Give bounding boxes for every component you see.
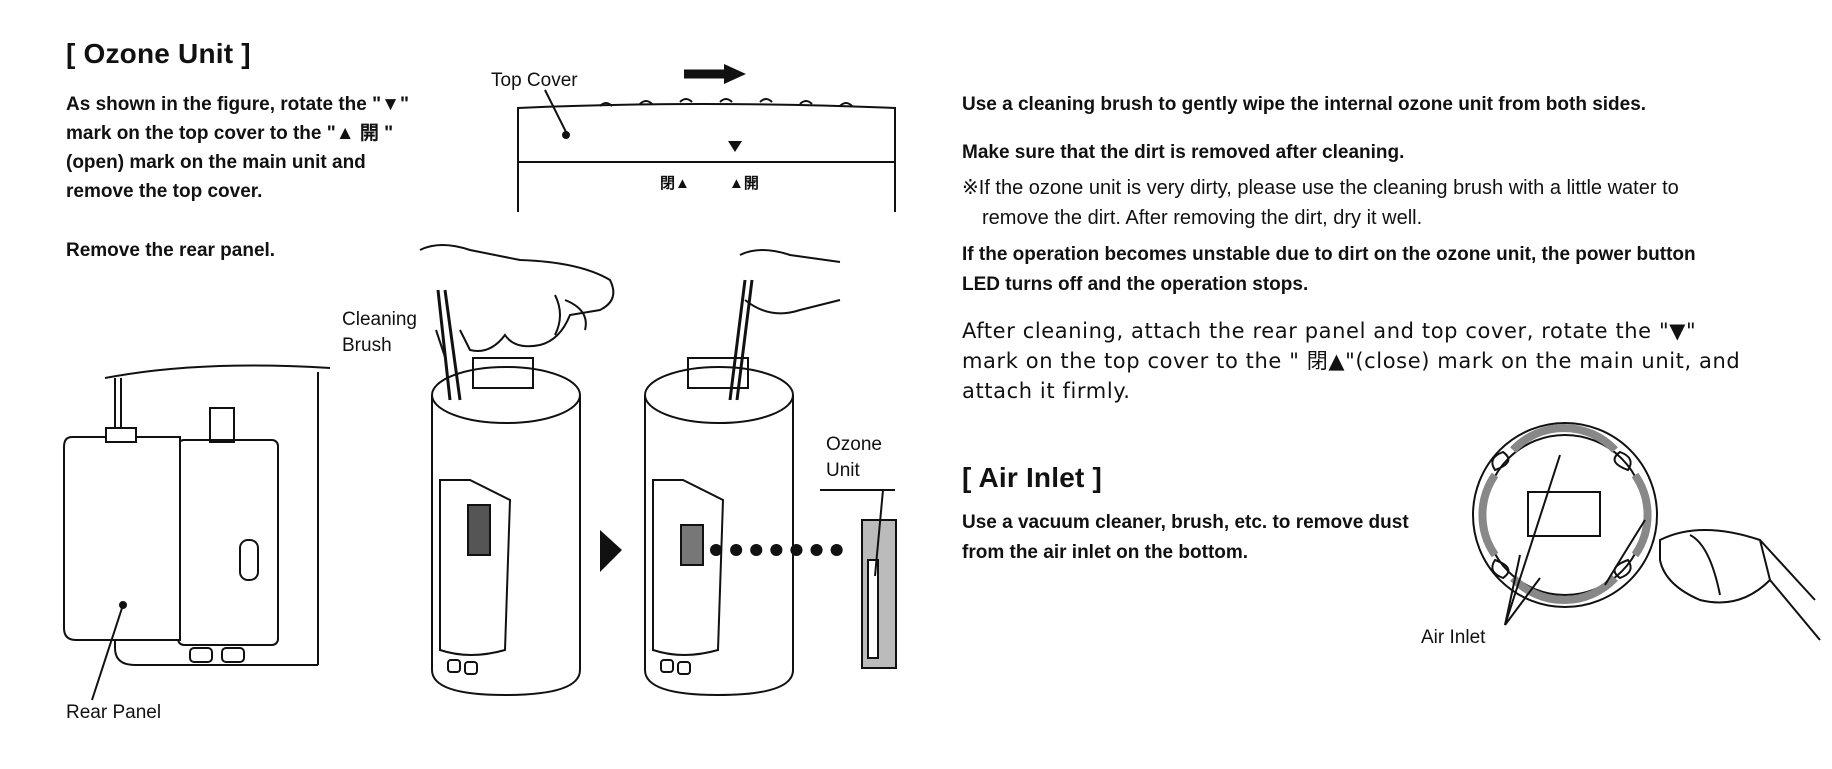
ozone-unit-cylinder-1 — [419, 244, 615, 697]
top-cover-diagram — [517, 98, 896, 212]
paragraph-air-inlet: Use a vacuum cleaner, brush, etc. to rem… — [962, 508, 1409, 568]
section-title-air-inlet: [ Air Inlet ] — [962, 462, 1103, 493]
instruction-step-2: Remove the rear panel. — [66, 240, 276, 261]
label-line: Cleaning — [342, 309, 417, 330]
label-line: Unit — [826, 460, 860, 481]
air-inlet-line: Use a vacuum cleaner, brush, etc. to rem… — [962, 512, 1409, 533]
air-inlet-diagram — [1472, 422, 1821, 641]
paragraph-note: ※If the ozone unit is very dirty, please… — [962, 173, 1679, 233]
label-line: Ozone — [826, 434, 882, 455]
paragraph-check: Make sure that the dirt is removed after… — [962, 142, 1405, 163]
instruction-line: mark on the top cover to the "▲ 開 " — [66, 123, 394, 144]
label-open-mark: ▲開 — [729, 175, 759, 192]
label-cleaning-brush: Cleaning Brush — [342, 307, 417, 359]
instruction-line: (open) mark on the main unit and — [66, 152, 366, 173]
note-line: ※If the ozone unit is very dirty, please… — [962, 177, 1679, 199]
label-close-mark: 閉▲ — [660, 175, 690, 192]
instruction-step-1: As shown in the figure, rotate the "▼" m… — [66, 90, 446, 206]
label-rear-panel: Rear Panel — [66, 702, 162, 723]
section-title-ozone-unit: [ Ozone Unit ] — [66, 38, 251, 69]
paragraph-reattach: After cleaning, attach the rear panel an… — [962, 316, 1740, 406]
warning-line: LED turns off and the operation stops. — [962, 274, 1309, 295]
main-unit-rear-panel — [63, 364, 331, 701]
label-line: Brush — [342, 335, 392, 356]
reattach-line: After cleaning, attach the rear panel an… — [962, 319, 1697, 343]
paragraph-warning: If the operation becomes unstable due to… — [962, 240, 1696, 300]
paragraph-wipe: Use a cleaning brush to gently wipe the … — [962, 94, 1647, 115]
instruction-line: remove the top cover. — [66, 181, 263, 202]
reattach-line: attach it firmly. — [962, 379, 1131, 403]
note-line: remove the dirt. After removing the dirt… — [982, 207, 1423, 229]
label-air-inlet: Air Inlet — [1421, 627, 1486, 648]
warning-line: If the operation becomes unstable due to… — [962, 244, 1696, 265]
ozone-unit-cylinder-2 — [644, 249, 841, 697]
label-top-cover: Top Cover — [491, 70, 578, 91]
instruction-line: As shown in the figure, rotate the "▼" — [66, 94, 409, 115]
air-inlet-line: from the air inlet on the bottom. — [962, 542, 1249, 563]
reattach-line: mark on the top cover to the " 閉▲"(close… — [962, 349, 1741, 373]
label-ozone-unit: Ozone Unit — [826, 432, 882, 484]
